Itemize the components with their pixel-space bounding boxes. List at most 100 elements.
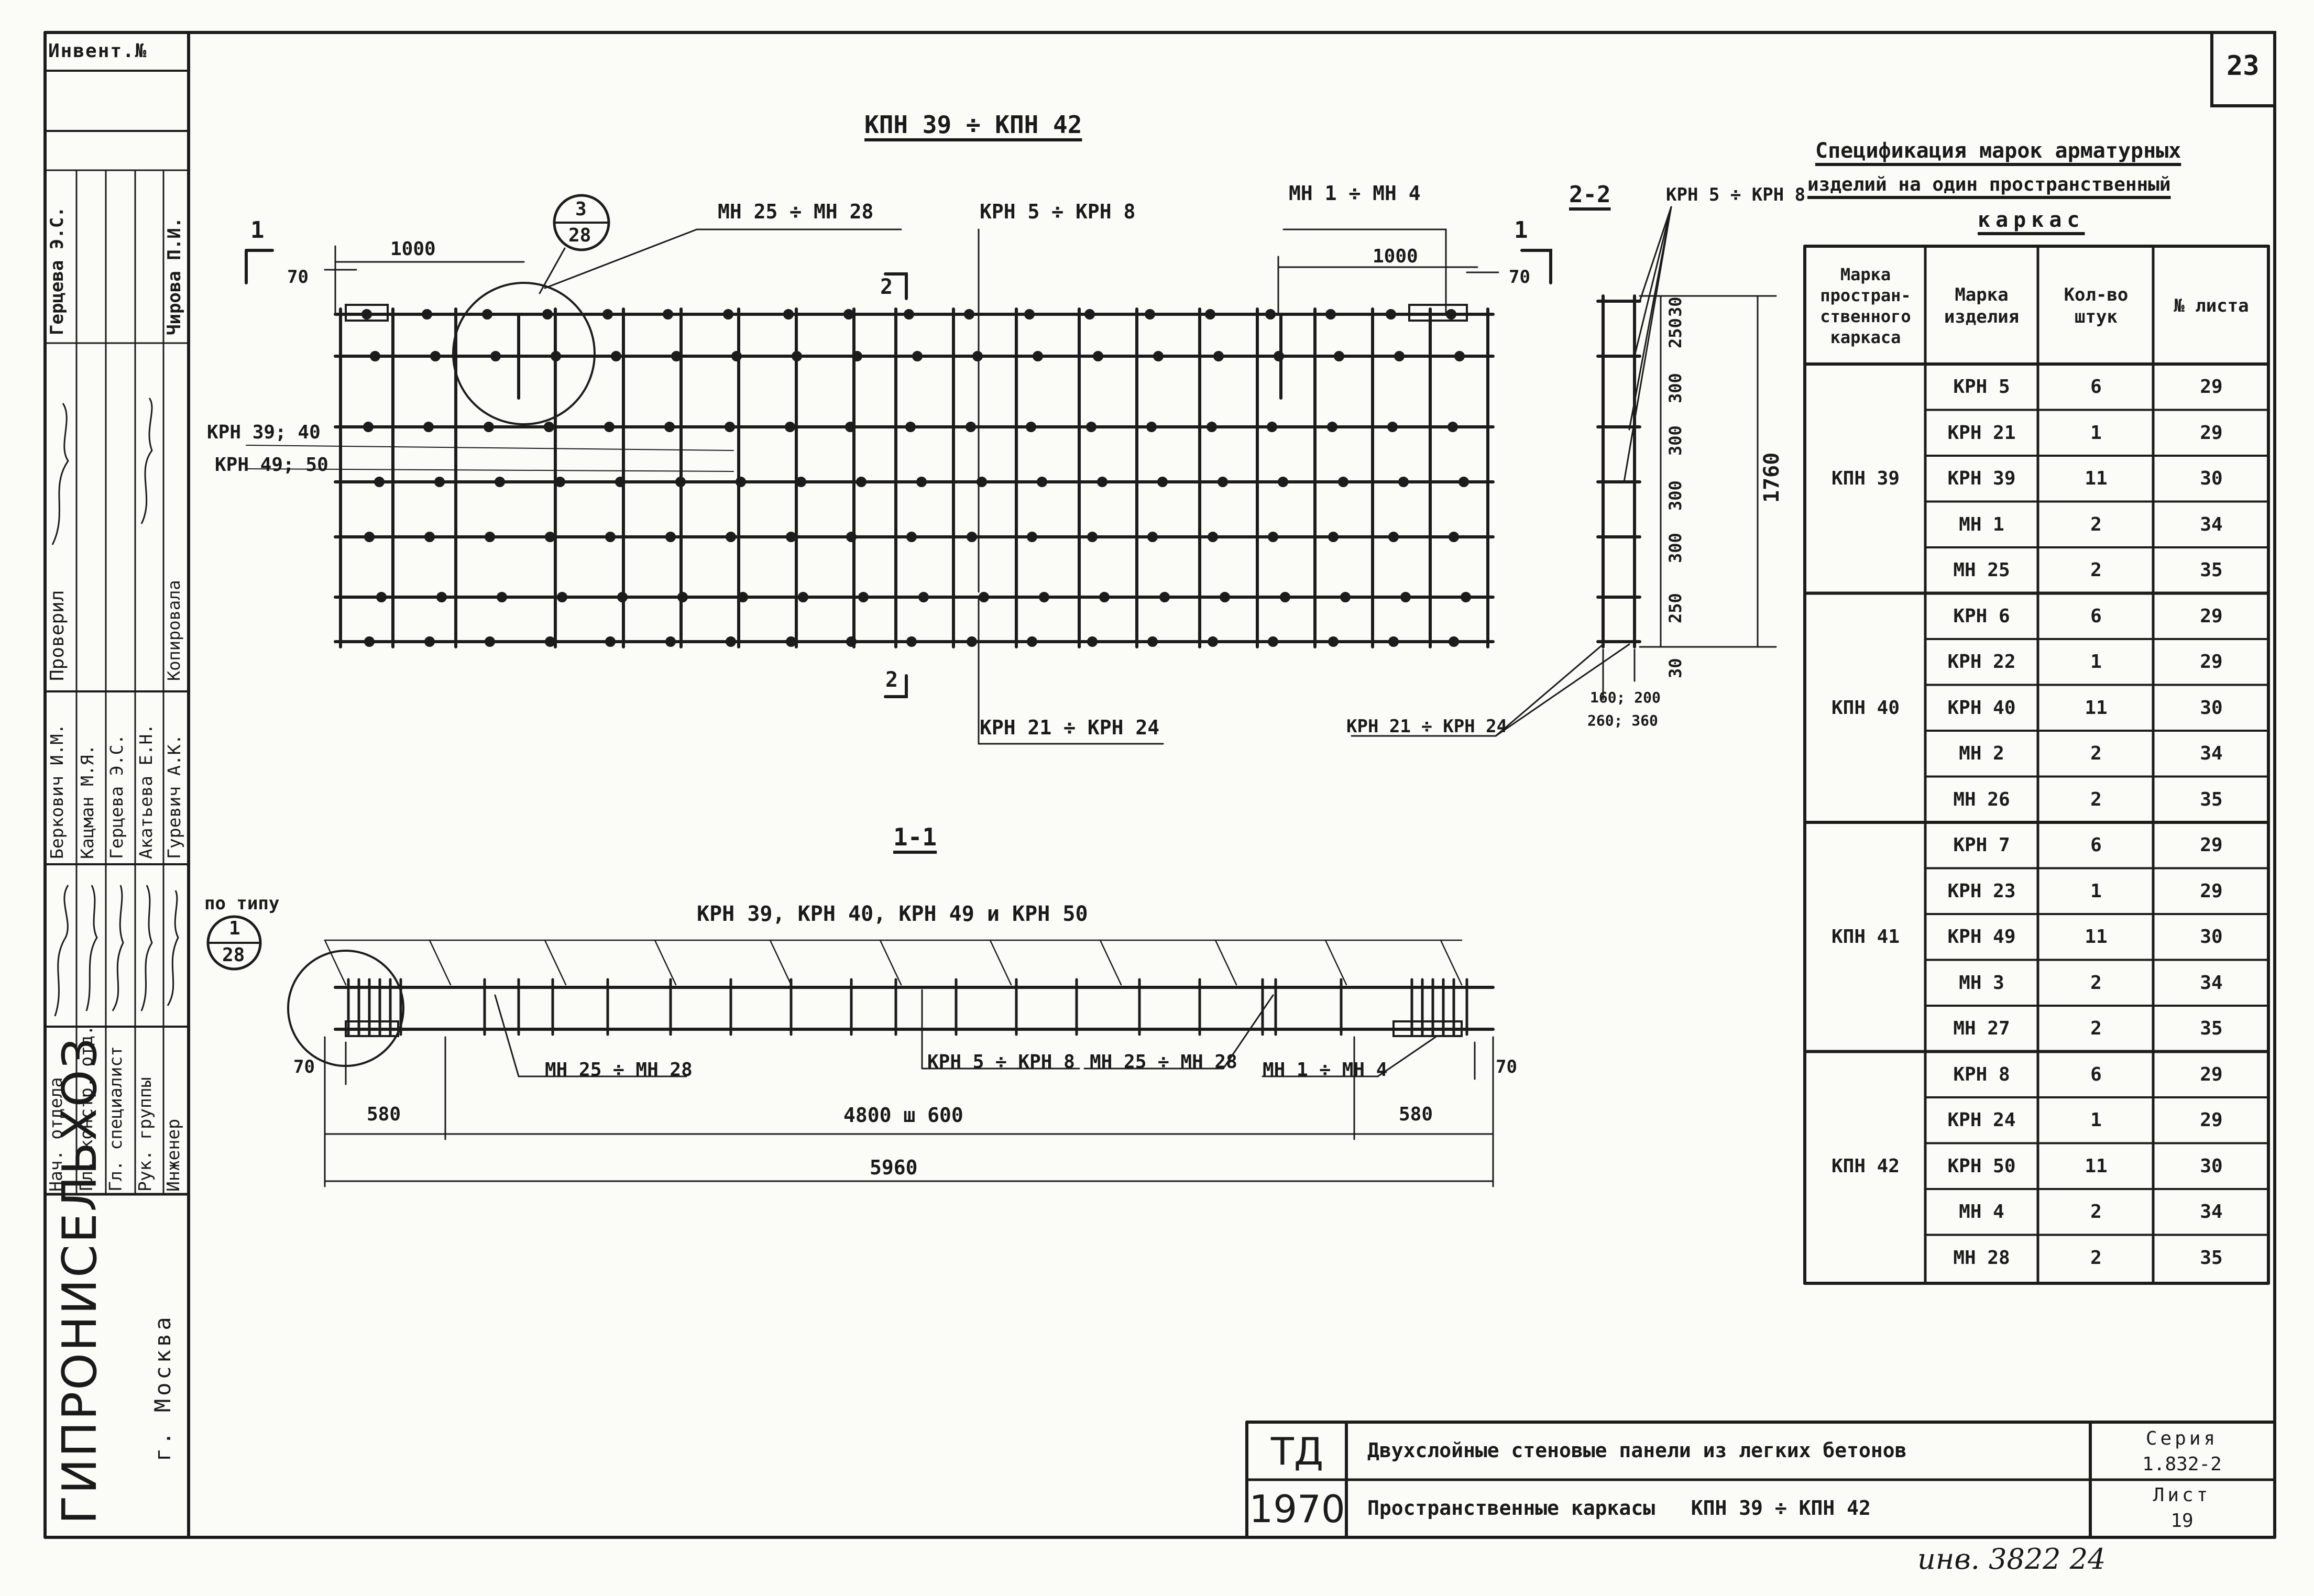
spec-item-sheet: 35 (2200, 788, 2223, 810)
weld-dot (786, 636, 796, 647)
title-block-sheet-value: 19 (2170, 1510, 2194, 1532)
title-block-series-value: 1.832-2 (2142, 1453, 2222, 1475)
weld-dot (605, 636, 616, 647)
weld-dot (843, 309, 854, 320)
section22-title: 2-2 (1569, 181, 1611, 208)
weld-dot (1145, 309, 1155, 320)
spec-item-mark: КРН 7 (1953, 834, 2010, 856)
spec-frame-mark: КПН 39 (1831, 468, 1900, 490)
weld-dot (376, 592, 387, 602)
plan-bubble-den: 28 (568, 225, 591, 246)
weld-dot (482, 309, 492, 320)
spec-item-qty: 1 (2090, 1109, 2102, 1131)
spec-item-sheet: 34 (2200, 513, 2223, 535)
spec-item-qty: 11 (2085, 697, 2108, 719)
weld-dot (424, 532, 435, 542)
weld-dot (605, 532, 616, 542)
plan-callout-mn25: МН 25 ÷ МН 28 (718, 200, 874, 223)
weld-dot (964, 309, 974, 320)
weld-dot (484, 422, 494, 432)
section11-dim-70-right: 70 (1496, 1056, 1517, 1077)
weld-dot (542, 309, 553, 320)
weld-dot (1338, 477, 1348, 487)
organization-name: ГИПРОНИСЕЛЬХОЗ (52, 1036, 107, 1524)
weld-dot (1147, 532, 1158, 542)
weld-dot (604, 422, 615, 432)
weld-dot (364, 636, 375, 647)
spec-item-mark: МН 27 (1953, 1018, 2010, 1040)
spec-item-qty: 11 (2085, 1155, 2108, 1177)
spec-item-mark: МН 28 (1953, 1247, 2010, 1269)
spec-item-qty: 1 (2090, 422, 2102, 444)
weld-dot (1084, 309, 1095, 320)
spec-item-sheet: 35 (2200, 1018, 2223, 1040)
spec-item-mark: КРН 24 (1947, 1109, 2016, 1131)
weld-dot (1213, 351, 1224, 361)
weld-dot (846, 636, 857, 647)
spec-item-sheet: 30 (2200, 468, 2223, 490)
weld-dot (370, 351, 380, 361)
weld-dot (1265, 309, 1276, 320)
section11-leader (879, 939, 902, 986)
spec-item-qty: 2 (2090, 1201, 2102, 1223)
weld-dot (423, 422, 434, 432)
weld-dot (1280, 592, 1290, 602)
section11-leader (544, 939, 567, 986)
weld-dot (1400, 592, 1411, 602)
weld-dot (726, 532, 736, 542)
section22-width-2: 260; 360 (1587, 712, 1658, 729)
name-5: Гуревич А.К. (164, 734, 184, 859)
weld-dot (785, 422, 795, 432)
spec-item-mark: КРН 22 (1947, 651, 2016, 673)
weld-dot (663, 309, 673, 320)
copied-label: Копировала (164, 580, 184, 681)
spec-item-mark: КРН 6 (1953, 605, 2010, 627)
weld-dot (1268, 636, 1278, 647)
weld-dot (1340, 592, 1351, 602)
spec-item-mark: КРН 8 (1953, 1063, 2010, 1085)
weld-dot (967, 636, 977, 647)
weld-dot (1208, 532, 1218, 542)
section11-leader (654, 939, 677, 986)
weld-dot (364, 532, 375, 542)
section11-leader (429, 939, 452, 986)
checker-1: Герцева Э.С. (47, 206, 68, 335)
spec-header-frame: Марка простран-ственного каркаса (1820, 265, 1911, 347)
weld-dot (1398, 477, 1409, 487)
weld-dot (905, 422, 916, 432)
weld-dot (677, 592, 688, 602)
section22-dim: 250 (1665, 593, 1685, 623)
section11-dim-70-left: 70 (293, 1056, 315, 1077)
section11-dim-580-right: 580 (1399, 1104, 1433, 1125)
spec-item-sheet: 30 (2200, 1155, 2223, 1177)
section11-bubble-num: 1 (229, 918, 240, 939)
weld-dot (1388, 532, 1399, 542)
weld-dot (1026, 422, 1036, 432)
section11-dim-580-left: 580 (367, 1104, 401, 1125)
weld-dot (1449, 532, 1459, 542)
weld-dot (858, 592, 869, 602)
spec-item-qty: 6 (2090, 376, 2102, 398)
spec-item-qty: 2 (2090, 513, 2102, 535)
weld-dot (671, 351, 682, 361)
spec-item-sheet: 30 (2200, 697, 2223, 719)
weld-dot (665, 636, 676, 647)
spec-item-mark: МН 3 (1959, 972, 2004, 994)
spec-title-3: каркас (1978, 208, 2085, 232)
weld-dot (1205, 309, 1215, 320)
weld-dot (1218, 477, 1228, 487)
section11-leader (1099, 939, 1122, 986)
spec-item-mark: КРН 40 (1947, 697, 2016, 719)
weld-dot (545, 532, 555, 542)
weld-dot (918, 592, 929, 602)
plan-rebar-grid (334, 313, 1495, 643)
section22-total: 1760 (1760, 452, 1784, 503)
weld-dot (1328, 636, 1339, 647)
spec-item-sheet: 29 (2200, 422, 2223, 444)
spec-item-qty: 6 (2090, 1063, 2102, 1085)
weld-dot (611, 351, 621, 361)
weld-dot (1447, 422, 1458, 432)
section11-leader (1324, 939, 1347, 986)
section11-label-mn25-a: МН 25 ÷ МН 28 (545, 1059, 693, 1081)
weld-dot (545, 636, 555, 647)
